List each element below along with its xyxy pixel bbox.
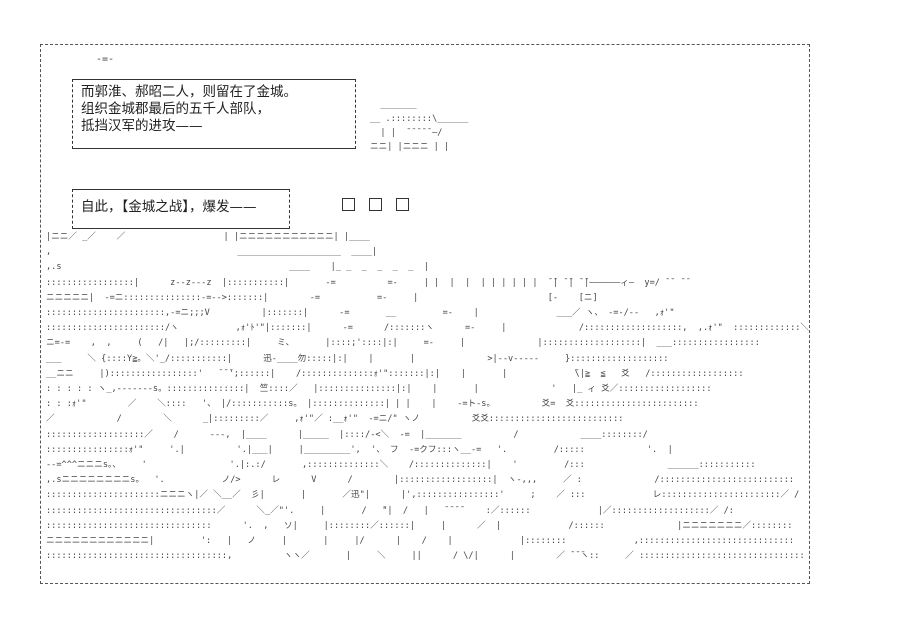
- narration-line: 抵挡汉军的进攻——: [81, 118, 203, 134]
- ascii-art-top: _______ __ .::::::::\______ | | ̄ ̄ ̄ ̄ …: [370, 100, 469, 152]
- art-frame: [40, 44, 810, 584]
- square-mark: [396, 198, 409, 211]
- narration-line: 而郭淮、郝昭二人，则留在了金城。: [81, 84, 297, 100]
- top-mark: -=-: [96, 54, 115, 65]
- narration-line: 自此，【金城之战】，爆发——: [81, 199, 257, 215]
- ascii-art-scene: |ニニ／ _／ ／ | |ニニニニニニニニニニニ| |____ , ______…: [46, 232, 810, 562]
- narration-box: 而郭淮、郝昭二人，则留在了金城。 组织金城郡最后的五千人部队， 抵挡汉军的进攻—…: [72, 79, 356, 149]
- narration-line: 组织金城郡最后的五千人部队，: [81, 101, 270, 117]
- square-mark: [342, 198, 355, 211]
- narration-box-battle: 自此，【金城之战】，爆发——: [72, 189, 290, 229]
- square-mark: [369, 198, 382, 211]
